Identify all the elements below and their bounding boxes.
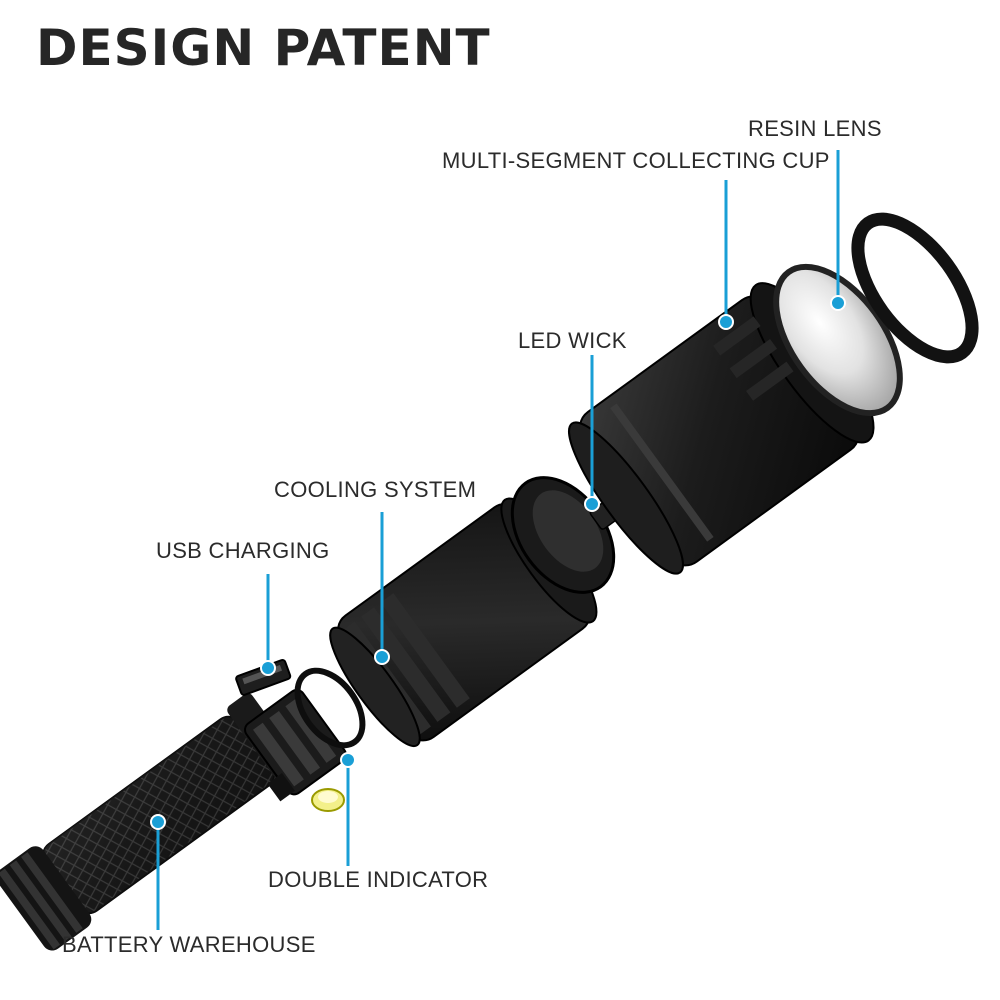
cooling-system-label: COOLING SYSTEM [274,477,477,502]
collecting-cup-label: MULTI-SEGMENT COLLECTING CUP [442,148,830,173]
cooling-system-dot [374,649,390,665]
double-indicator-label: DOUBLE INDICATOR [268,867,489,892]
resin-lens-dot [830,295,846,311]
double-indicator-dot [340,752,356,768]
page-title: DESIGN PATENT [36,19,491,77]
indicator-led-part [311,788,345,812]
resin-lens-label: RESIN LENS [748,116,882,141]
led-wick-dot [584,496,600,512]
o-ring-part [294,667,366,749]
collecting-cup-dot [718,314,734,330]
callout-lines [150,150,846,930]
battery-warehouse-dot [150,814,166,830]
switch-module-part [244,689,347,802]
resin-lens-part [773,263,903,417]
battery-warehouse-label: BATTERY WAREHOUSE [62,932,316,957]
usb-charging-dot [260,660,276,676]
usb-charging-label: USB CHARGING [156,538,330,563]
bezel-ring-part [851,212,979,364]
led-wick-label: LED WICK [518,328,627,353]
